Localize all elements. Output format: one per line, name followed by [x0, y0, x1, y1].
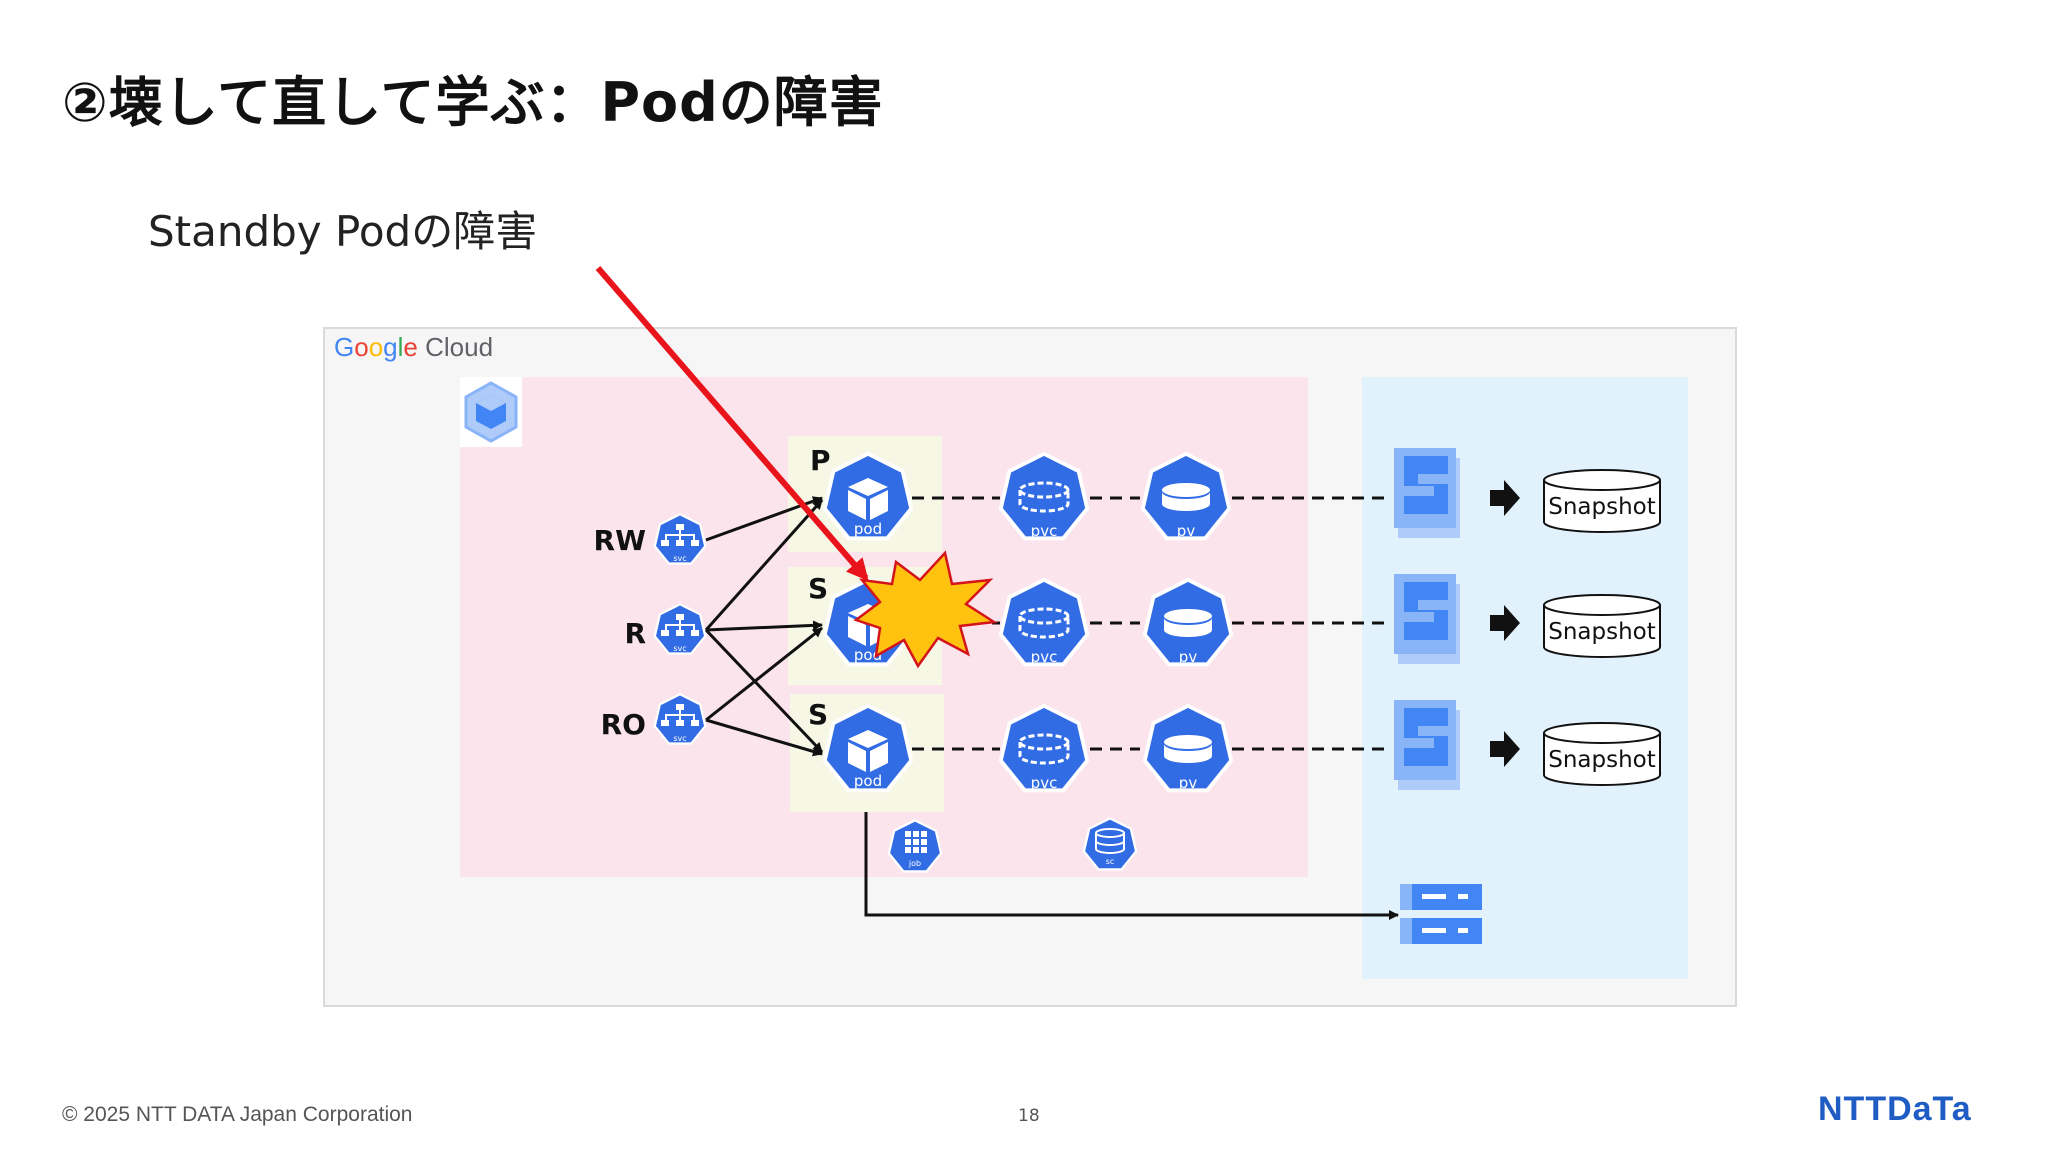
snapshot-icon-1	[1543, 594, 1661, 658]
storage-class-icon-text: sc	[1106, 857, 1115, 866]
svc-icon-rw	[653, 513, 707, 565]
slide-subtitle: Standby Podの障害	[148, 207, 538, 256]
snapshot-label-2: Snapshot	[1548, 747, 1656, 773]
arrow-ro-to-standby-2	[705, 718, 823, 757]
service-label-rw: RW	[593, 524, 646, 557]
pv-icon-text-1: pv	[1179, 648, 1198, 666]
service-arrows	[704, 496, 824, 757]
ntt-data-logo: NTTDaTa	[1818, 1090, 1972, 1128]
role-label-standby-2: S	[808, 698, 829, 731]
pvc-icon-text-2: pvc	[1031, 774, 1058, 792]
failure-indicator-arrow	[595, 266, 869, 582]
pv-icon-text-2: pv	[1179, 774, 1198, 792]
service-label-ro: RO	[600, 708, 646, 741]
pod-icon-text-standby-2: pod	[854, 772, 882, 790]
snapshot-arrow-2	[1490, 731, 1520, 767]
pvc-icon-0	[998, 451, 1090, 541]
google-cloud-logo: Google Cloud	[334, 332, 494, 362]
role-label-standby-1: S	[808, 572, 829, 605]
pvc-icon-1	[998, 577, 1090, 667]
arrow-ro-to-standby-1	[705, 626, 823, 722]
pod-icon-text-primary: pod	[854, 520, 882, 538]
svc-icon-text-r: svc	[673, 644, 686, 653]
job-icon-text: job	[908, 859, 921, 868]
persistent-disk-icon-2	[1394, 700, 1460, 790]
snapshot-icon-0	[1543, 469, 1661, 533]
pvc-icon-2	[998, 703, 1090, 793]
slide-title: ②壊して直して学ぶ：Podの障害	[62, 71, 884, 134]
arrow-r-to-standby-1	[705, 620, 823, 632]
svc-icon-text-rw: svc	[673, 554, 686, 563]
role-label-primary: P	[810, 444, 831, 477]
arrow-r-to-standby-2	[704, 628, 824, 754]
job-icon	[887, 819, 943, 873]
pv-icon-2	[1142, 703, 1234, 793]
snapshot-label-1: Snapshot	[1548, 619, 1656, 645]
pvc-icon-text-0: pvc	[1031, 522, 1058, 540]
pod-icon-text-standby-1: pod	[854, 646, 882, 664]
backup-arrow-to-storage	[864, 812, 1399, 920]
pod-icon-standby-2	[822, 703, 914, 793]
footer-copyright: © 2025 NTT DATA Japan Corporation	[62, 1103, 413, 1126]
svc-icon-ro	[653, 693, 707, 745]
svc-icon-r	[653, 603, 707, 655]
gke-icon	[460, 377, 522, 447]
persistent-disk-icon-0	[1394, 448, 1460, 538]
svc-icon-text-ro: svc	[673, 734, 686, 743]
snapshot-arrows	[1490, 480, 1520, 767]
pvc-icon-text-1: pvc	[1031, 648, 1058, 666]
cloud-storage-icon	[1400, 884, 1482, 944]
pv-icon-0	[1140, 451, 1232, 541]
snapshot-arrow-1	[1490, 605, 1520, 641]
snapshot-icon-2	[1543, 722, 1661, 786]
pod-icon-primary	[822, 451, 914, 541]
snapshot-label-0: Snapshot	[1548, 494, 1656, 520]
pv-icon-1	[1142, 577, 1234, 667]
explosion-icon	[853, 550, 998, 669]
service-label-r: R	[624, 617, 646, 650]
page-number: 18	[1018, 1106, 1040, 1126]
pv-icon-text-0: pv	[1177, 522, 1196, 540]
persistent-disk-icon-1	[1394, 574, 1460, 664]
storage-class-icon	[1082, 817, 1138, 871]
arrow-r-to-primary	[704, 499, 824, 631]
snapshot-arrow-0	[1490, 480, 1520, 516]
